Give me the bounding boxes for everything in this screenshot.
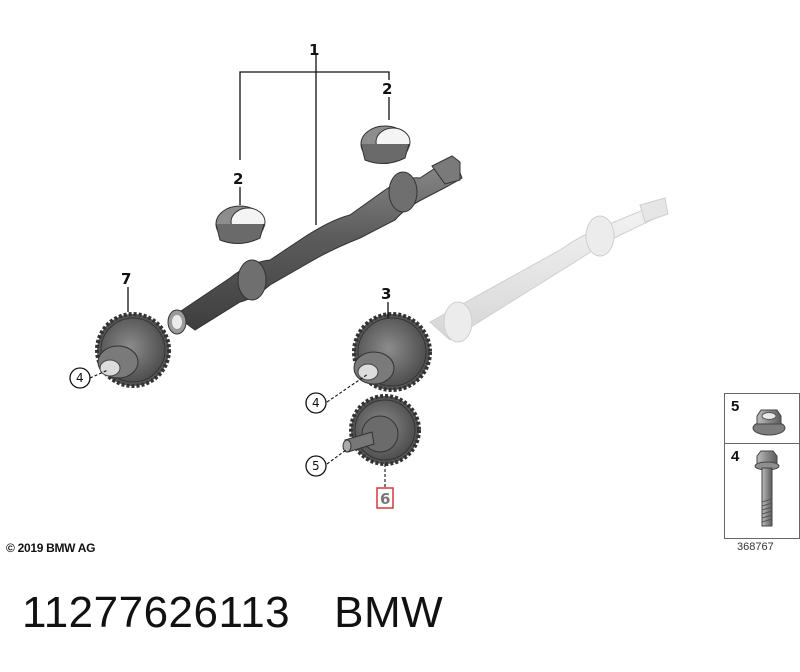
ghost-balancer-shaft bbox=[429, 197, 669, 343]
part-number: 11277626113 bbox=[22, 588, 291, 637]
callout-1: 1 bbox=[309, 41, 319, 59]
callout-3: 3 bbox=[381, 285, 391, 303]
legend-label-5: 5 bbox=[731, 398, 740, 415]
leader-lines bbox=[89, 55, 390, 488]
callout-2-upper: 2 bbox=[382, 80, 392, 98]
callout-4-right: 4 bbox=[305, 392, 327, 414]
callout-5: 5 bbox=[305, 455, 327, 477]
svg-text:5: 5 bbox=[312, 459, 320, 473]
callout-6-highlighted: 6 bbox=[376, 487, 394, 509]
copyright-notice: © 2019 BMW AG bbox=[6, 541, 96, 555]
legend-label-4: 4 bbox=[731, 448, 740, 465]
legend-item-bolt: 4 bbox=[724, 443, 800, 539]
svg-text:6: 6 bbox=[380, 490, 390, 508]
svg-text:4: 4 bbox=[312, 396, 320, 410]
callout-7: 7 bbox=[121, 270, 131, 288]
balancer-shaft bbox=[167, 155, 463, 335]
diagram-number: 368767 bbox=[737, 541, 774, 553]
needle-bearing-lower bbox=[215, 205, 266, 244]
svg-text:4: 4 bbox=[76, 371, 84, 385]
bolt-icon bbox=[754, 450, 780, 527]
gear-upper-right bbox=[352, 312, 432, 392]
callout-4-left: 4 bbox=[69, 367, 91, 389]
gear-lower-with-shaft bbox=[342, 394, 421, 466]
footer-caption: 11277626113 BMW bbox=[22, 588, 443, 638]
flange-nut-icon bbox=[752, 409, 786, 436]
legend-item-nut: 5 bbox=[724, 393, 800, 445]
gear-left bbox=[95, 312, 171, 388]
brand-name: BMW bbox=[334, 588, 444, 637]
needle-bearing-upper bbox=[360, 125, 411, 164]
callout-2-lower: 2 bbox=[233, 170, 243, 188]
